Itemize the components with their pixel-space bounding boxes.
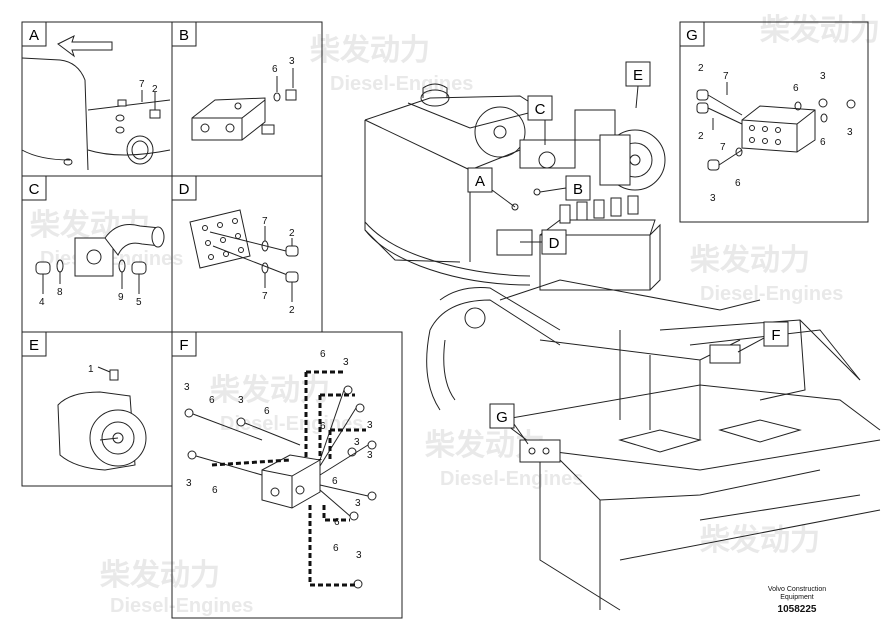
svg-text:B: B: [179, 27, 189, 44]
svg-text:6: 6: [820, 137, 826, 148]
svg-text:E: E: [633, 67, 643, 84]
svg-text:Diesel-Engines: Diesel-Engines: [330, 73, 473, 95]
svg-text:Diesel-Engines: Diesel-Engines: [110, 595, 253, 617]
svg-text:Diesel-Engines: Diesel-Engines: [440, 468, 583, 490]
svg-text:6: 6: [209, 395, 215, 406]
svg-text:G: G: [686, 27, 698, 44]
svg-text:7: 7: [139, 79, 145, 90]
svg-text:6: 6: [264, 406, 270, 417]
svg-text:A: A: [475, 173, 485, 190]
main-label-D: D: [520, 229, 567, 255]
svg-text:3: 3: [847, 127, 853, 138]
main-label-A: A: [467, 167, 516, 208]
company-name-line1: Volvo Construction: [767, 586, 827, 593]
svg-text:D: D: [549, 235, 560, 252]
main-label-B: B: [539, 175, 591, 201]
svg-text:3: 3: [356, 550, 362, 561]
svg-text:柴发动力: 柴发动力: [690, 244, 810, 277]
drawing-footer: Volvo Construction Equipment 1058225: [742, 586, 852, 615]
svg-text:3: 3: [186, 478, 192, 489]
svg-text:柴发动力: 柴发动力: [700, 524, 820, 557]
svg-text:3: 3: [367, 420, 373, 431]
svg-text:F: F: [771, 327, 780, 344]
svg-text:6: 6: [320, 349, 326, 360]
svg-text:Diesel-Engines: Diesel-Engines: [220, 413, 363, 435]
panel-E: E 1: [21, 331, 173, 487]
svg-text:1: 1: [88, 364, 94, 375]
svg-text:9: 9: [118, 292, 124, 303]
svg-text:4: 4: [39, 297, 45, 308]
svg-text:3: 3: [355, 498, 361, 509]
company-name-line2: Equipment: [780, 594, 814, 601]
watermark: 柴发动力 Diesel-Engines 柴发动力 柴发动力 Diesel-Eng…: [30, 14, 880, 617]
svg-text:3: 3: [820, 71, 826, 82]
svg-text:6: 6: [272, 64, 278, 75]
main-label-F: F: [737, 321, 789, 353]
panel-C: C 4 8 9 5: [21, 175, 173, 333]
main-assembly: [364, 83, 881, 611]
svg-text:E: E: [29, 337, 39, 354]
svg-text:3: 3: [238, 395, 244, 406]
svg-text:F: F: [179, 337, 188, 354]
svg-text:G: G: [496, 409, 508, 426]
svg-text:柴发动力: 柴发动力: [310, 34, 430, 67]
direction-arrow-icon: [57, 35, 113, 58]
panel-D: D 7 2 7 2: [171, 175, 323, 333]
svg-text:柴发动力: 柴发动力: [210, 374, 330, 407]
svg-text:6: 6: [212, 485, 218, 496]
svg-text:柴发动力: 柴发动力: [760, 14, 880, 47]
svg-text:C: C: [29, 181, 40, 198]
svg-text:3: 3: [289, 56, 295, 67]
svg-text:B: B: [573, 181, 583, 198]
svg-text:3: 3: [367, 450, 373, 461]
svg-text:D: D: [179, 181, 190, 198]
svg-text:6: 6: [334, 517, 340, 528]
panel-B: B 6 3: [171, 21, 323, 177]
svg-text:3: 3: [343, 357, 349, 368]
svg-text:A: A: [29, 27, 39, 44]
svg-text:7: 7: [262, 291, 268, 302]
main-label-E: E: [625, 61, 651, 109]
svg-text:6: 6: [735, 178, 741, 189]
svg-text:2: 2: [289, 228, 295, 239]
svg-text:7: 7: [262, 216, 268, 227]
drawing-number: 1058225: [777, 604, 817, 615]
svg-text:8: 8: [57, 287, 63, 298]
panel-G: G 2 7 3 6 3 2 7 6 3 6: [679, 21, 869, 223]
svg-text:7: 7: [723, 71, 729, 82]
svg-text:2: 2: [698, 63, 704, 74]
panel-A: A 7 2: [21, 21, 173, 177]
svg-text:2: 2: [289, 305, 295, 316]
svg-text:3: 3: [184, 382, 190, 393]
svg-text:5: 5: [136, 297, 142, 308]
svg-text:柴发动力: 柴发动力: [100, 559, 220, 592]
panel-F: F 6 3 3 6: [171, 331, 403, 619]
svg-text:6: 6: [332, 476, 338, 487]
svg-text:6: 6: [333, 543, 339, 554]
svg-text:C: C: [535, 101, 546, 118]
svg-text:Diesel-Engines: Diesel-Engines: [700, 283, 843, 305]
svg-text:3: 3: [354, 437, 360, 448]
svg-text:2: 2: [152, 84, 158, 95]
svg-text:3: 3: [710, 193, 716, 204]
main-label-G: G: [489, 403, 529, 445]
svg-text:6: 6: [320, 421, 326, 432]
svg-text:2: 2: [698, 131, 704, 142]
main-label-C: C: [527, 95, 553, 145]
svg-text:7: 7: [720, 142, 726, 153]
svg-text:6: 6: [793, 83, 799, 94]
